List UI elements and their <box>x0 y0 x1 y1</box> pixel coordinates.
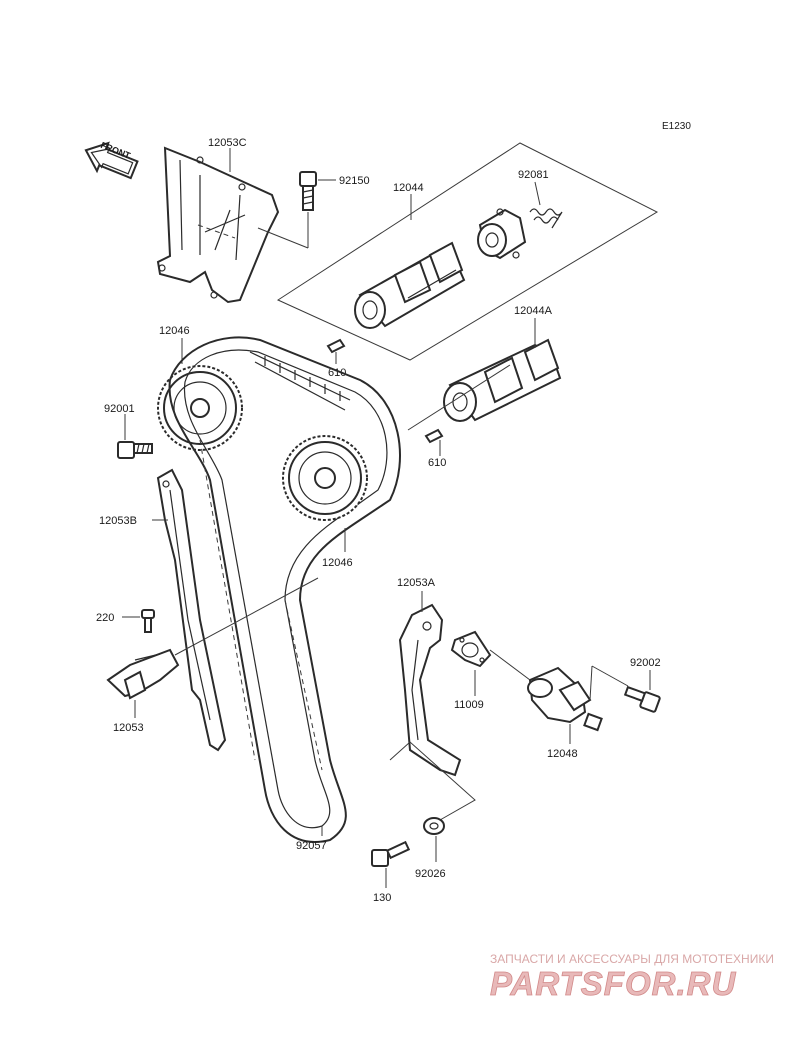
front-arrow-icon <box>84 141 139 180</box>
label-220: 220 <box>96 612 114 624</box>
label-12044: 12044 <box>393 182 424 194</box>
spring-92081 <box>529 208 563 229</box>
label-11009: 11009 <box>454 699 484 711</box>
screw-220 <box>141 609 155 633</box>
pin-610-upper <box>326 338 346 354</box>
label-92081: 92081 <box>518 169 549 181</box>
bolt-92002 <box>623 685 661 713</box>
label-12046-lower: 12046 <box>322 557 353 569</box>
gasket-11009 <box>450 630 492 668</box>
camshaft-group-frame <box>276 142 659 361</box>
pin-610-lower <box>424 428 444 444</box>
guide-fastener-frame <box>389 741 476 821</box>
cam-sprocket-12046-upper <box>157 365 243 451</box>
timing-chain-92057 <box>168 336 401 843</box>
bolt-92150 <box>299 171 317 211</box>
camshaft-12044 <box>354 241 466 329</box>
chain-guide-12053a <box>398 603 462 777</box>
label-12053: 12053 <box>113 722 144 734</box>
diagram-code: E1230 <box>662 121 691 132</box>
decompressor-92081 <box>477 208 527 260</box>
label-130: 130 <box>373 892 391 904</box>
label-12053b: 12053B <box>99 515 137 527</box>
camshaft-12044a <box>443 338 562 422</box>
bolt-92001 <box>117 441 153 459</box>
chain-links <box>249 351 351 411</box>
label-92026: 92026 <box>415 868 446 880</box>
cam-sprocket-12046-lower <box>282 435 368 521</box>
guide-12053 <box>106 648 180 700</box>
label-92002: 92002 <box>630 657 661 669</box>
label-12053c: 12053C <box>208 137 247 149</box>
label-610-lower: 610 <box>428 457 446 469</box>
bolt-130 <box>371 840 411 867</box>
chain-tensioner-12048 <box>527 666 603 732</box>
label-92001: 92001 <box>104 403 135 415</box>
washer-92026 <box>423 817 445 835</box>
label-12044a: 12044A <box>514 305 553 317</box>
label-92057: 92057 <box>296 840 327 852</box>
watermark-brand: PARTSFOR.RU <box>490 965 736 1002</box>
label-12046-upper: 12046 <box>159 325 190 337</box>
label-12053a: 12053A <box>397 577 436 589</box>
watermark-tagline: ЗАПЧАСТИ И АКСЕССУАРЫ ДЛЯ МОТОТЕХНИКИ <box>490 952 774 966</box>
label-92150: 92150 <box>339 175 370 187</box>
chain-guide-12053b <box>156 468 227 752</box>
chain-guide-bracket-12053c <box>156 146 280 304</box>
label-12048: 12048 <box>547 748 578 760</box>
